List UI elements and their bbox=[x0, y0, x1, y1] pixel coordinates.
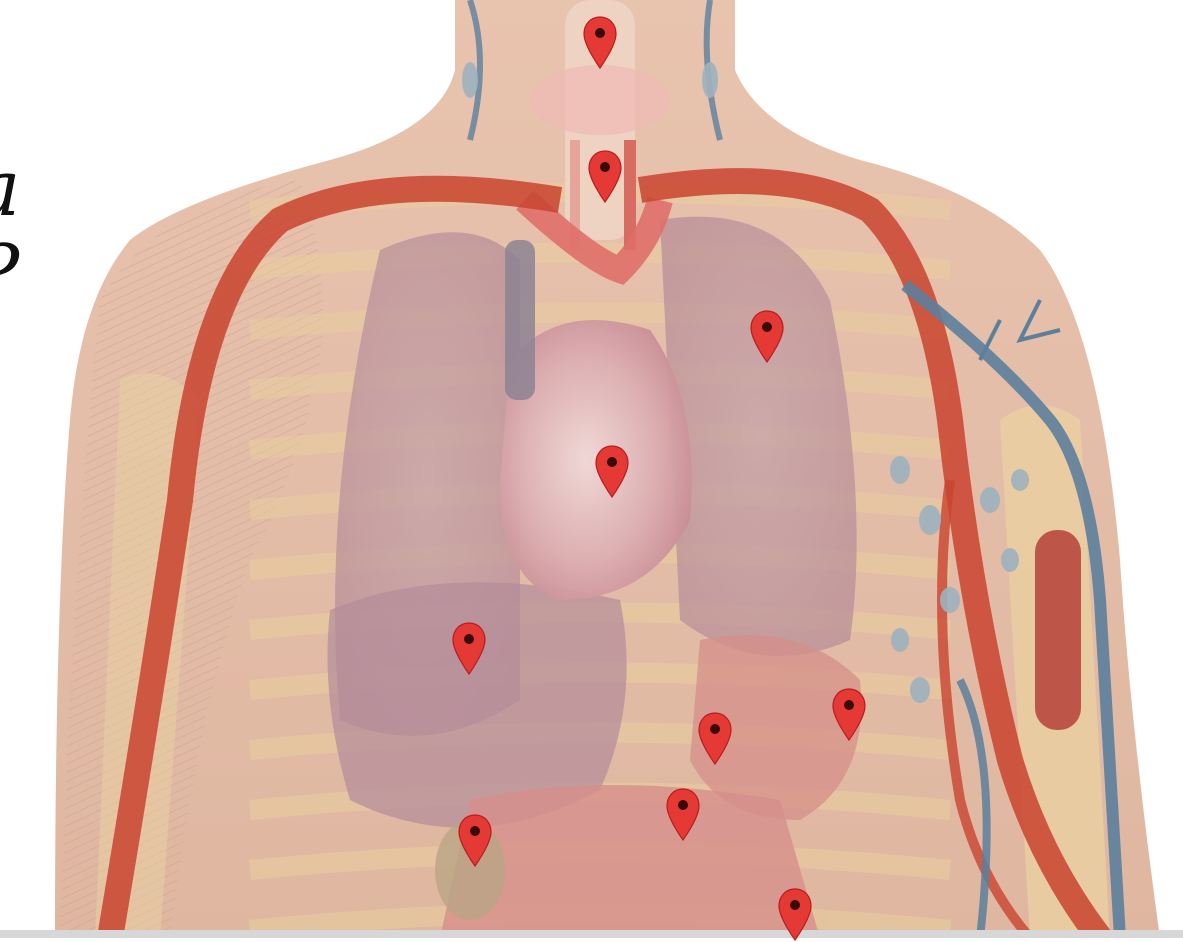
map-pin-icon bbox=[583, 16, 617, 70]
bottom-band bbox=[0, 930, 1183, 938]
map-pin-icon bbox=[588, 150, 622, 204]
intestine-marker[interactable] bbox=[778, 888, 812, 942]
pancreas-marker[interactable] bbox=[666, 788, 700, 842]
edge-text-line3: . bbox=[0, 320, 5, 398]
edge-text-line2: ? bbox=[0, 235, 20, 313]
left-lung-marker[interactable] bbox=[750, 310, 784, 364]
map-pin-icon bbox=[832, 688, 866, 742]
heart-marker[interactable] bbox=[595, 445, 629, 499]
map-pin-icon bbox=[666, 788, 700, 842]
spleen-marker[interactable] bbox=[832, 688, 866, 742]
thyroid-marker[interactable] bbox=[583, 16, 617, 70]
liver-marker[interactable] bbox=[452, 622, 486, 676]
gallbladder-marker[interactable] bbox=[458, 814, 492, 868]
map-pin-icon bbox=[452, 622, 486, 676]
thyroid bbox=[530, 65, 670, 135]
stomach-marker[interactable] bbox=[698, 712, 732, 766]
map-pin-icon bbox=[698, 712, 732, 766]
map-pin-icon bbox=[595, 445, 629, 499]
map-pin-icon bbox=[778, 888, 812, 942]
edge-text-line1: a bbox=[0, 150, 21, 228]
trachea-marker[interactable] bbox=[588, 150, 622, 204]
map-pin-icon bbox=[750, 310, 784, 364]
map-pin-icon bbox=[458, 814, 492, 868]
